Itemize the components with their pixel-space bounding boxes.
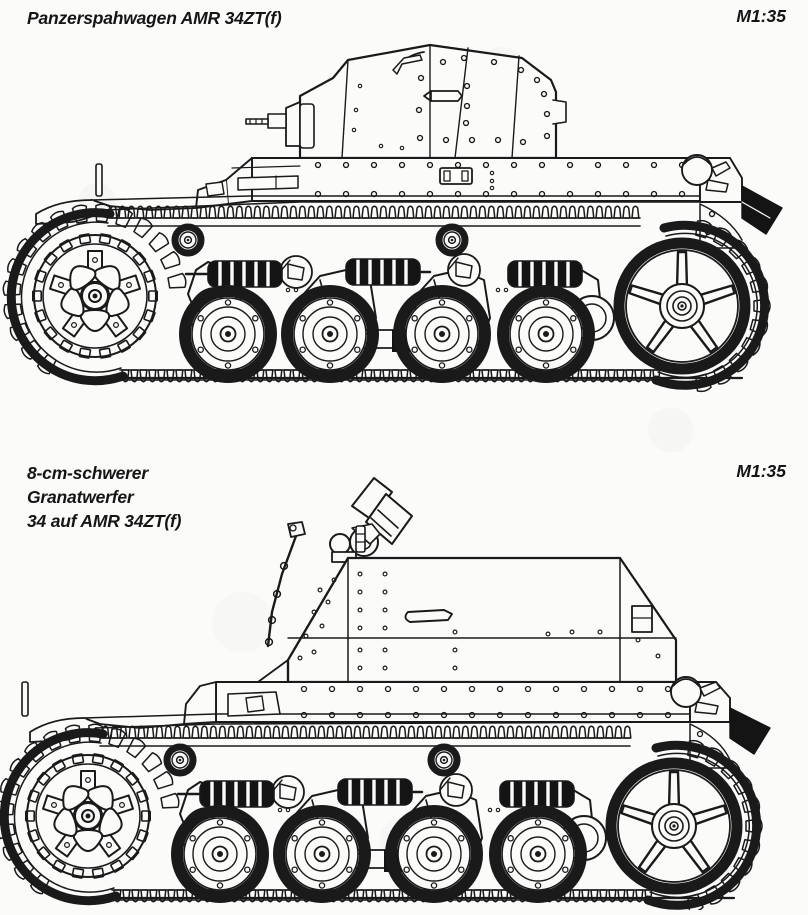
idler-spokes [620, 770, 728, 874]
return-roller-rear [431, 747, 457, 773]
coil-spring-3 [498, 779, 576, 809]
idler-wheel [613, 237, 751, 375]
hull-superstructure [35, 157, 701, 225]
coil-spring-1 [206, 259, 284, 289]
plate-2-caption-line-3: 34 auf AMR 34ZT(f) [27, 511, 182, 531]
road-wheel-1 [177, 811, 263, 897]
coil-spring-3 [506, 259, 584, 289]
track-assembly [2, 203, 771, 393]
return-roller-rear [439, 227, 465, 253]
plate-1-caption: Panzerspahwagen AMR 34ZT(f) [27, 6, 282, 30]
rear-deck-assembly [681, 154, 783, 249]
coil-spring-2 [336, 777, 414, 807]
superstructure-rivets [297, 571, 661, 671]
sprocket-spokes [49, 250, 141, 338]
idler-wheel [605, 757, 743, 895]
road-wheel-3 [399, 291, 485, 377]
plate-2-drawing [0, 470, 808, 910]
machine-gun-mount [245, 101, 315, 149]
drive-sprocket [31, 233, 158, 359]
open-top-superstructure [257, 556, 678, 684]
plate-1-drawing [0, 18, 808, 398]
road-wheel-4 [503, 291, 589, 377]
drive-sprocket [24, 753, 151, 879]
road-wheel-2 [287, 291, 373, 377]
road-wheel-2 [279, 811, 365, 897]
hull-rivet-rows [300, 685, 672, 719]
coil-spring-1 [198, 779, 276, 809]
amr34-standard-side-view [2, 43, 783, 393]
plate-1-scale-label: M1:35 [736, 6, 786, 26]
coil-spring-2 [344, 257, 422, 287]
amr34-granatwerfer-side-view [0, 477, 771, 910]
hull [21, 681, 691, 743]
granatwerfer-34-mortar [264, 477, 413, 648]
rear-deck-assembly [670, 676, 771, 769]
plate-2-scale-label: M1:35 [736, 461, 786, 481]
road-wheel-4 [495, 811, 581, 897]
idler-spokes [628, 250, 736, 354]
plate-2-caption-line-2: Granatwerfer [27, 487, 134, 507]
turret-assembly [298, 43, 567, 160]
lower-hull-rivets [277, 807, 503, 847]
plate-1-caption-line-1: Panzerspahwagen AMR 34ZT(f) [27, 8, 282, 28]
return-roller-front [167, 747, 193, 773]
plate-2-caption-line-1: 8-cm-schwerer [27, 463, 148, 483]
road-wheel-3 [391, 811, 477, 897]
road-wheel-1 [185, 291, 271, 377]
sprocket-spokes [42, 770, 134, 858]
return-roller-front [175, 227, 201, 253]
plate-2-caption: 8-cm-schwerer Granatwerfer 34 auf AMR 34… [27, 461, 181, 533]
